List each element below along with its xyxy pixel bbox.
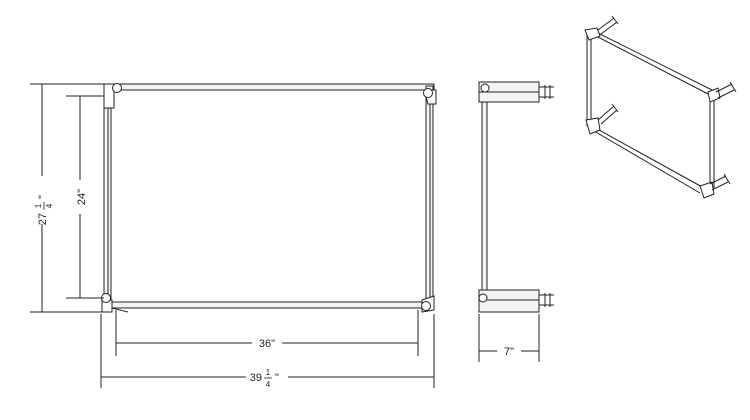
- dim-height-inner-label: 24": [76, 189, 88, 205]
- iso-corner-bl: [585, 117, 601, 135]
- front-joint-tr: [423, 88, 433, 98]
- front-joint-br: [421, 301, 431, 311]
- svg-text:1: 1: [34, 203, 43, 208]
- side-bottom-bracket: [478, 289, 540, 313]
- iso-pin-br: [709, 173, 731, 191]
- iso-pin-tl: [597, 15, 619, 35]
- svg-text:": ": [37, 195, 49, 199]
- iso-corner-tr: [707, 87, 721, 103]
- front-corner-tl: [103, 83, 115, 109]
- iso-pin-tr: [715, 81, 737, 99]
- front-top-rail: [111, 83, 435, 91]
- side-post: [481, 101, 488, 293]
- front-joint-tl: [112, 83, 122, 93]
- side-top-joint: [480, 83, 490, 93]
- front-bottom-rail: [111, 301, 435, 309]
- side-view: [478, 81, 554, 313]
- side-bottom-joint: [478, 293, 488, 303]
- svg-text:": ": [275, 372, 279, 384]
- dim-depth: [478, 314, 540, 362]
- svg-text:39: 39: [250, 372, 262, 384]
- iso-corner-tl: [584, 27, 601, 41]
- svg-text:4: 4: [45, 203, 54, 208]
- dim-height-outer: [30, 83, 110, 313]
- isometric-view: [584, 15, 737, 199]
- dim-width-outer-label: 39 1 4 ": [250, 368, 279, 389]
- svg-text:1: 1: [266, 368, 271, 377]
- dim-width-outer: [100, 314, 435, 388]
- iso-pin-bl: [597, 103, 619, 125]
- dim-depth-label: 7": [504, 346, 514, 358]
- dim-height-outer-label: 27 1 4 ": [34, 195, 54, 225]
- svg-text:4: 4: [266, 380, 271, 389]
- dim-width-inner: [115, 310, 419, 356]
- dim-width-inner-label: 36": [259, 338, 275, 350]
- front-view: [101, 83, 437, 313]
- iso-corner-br: [699, 181, 715, 199]
- svg-text:27: 27: [37, 213, 49, 225]
- dim-height-inner: [66, 95, 104, 299]
